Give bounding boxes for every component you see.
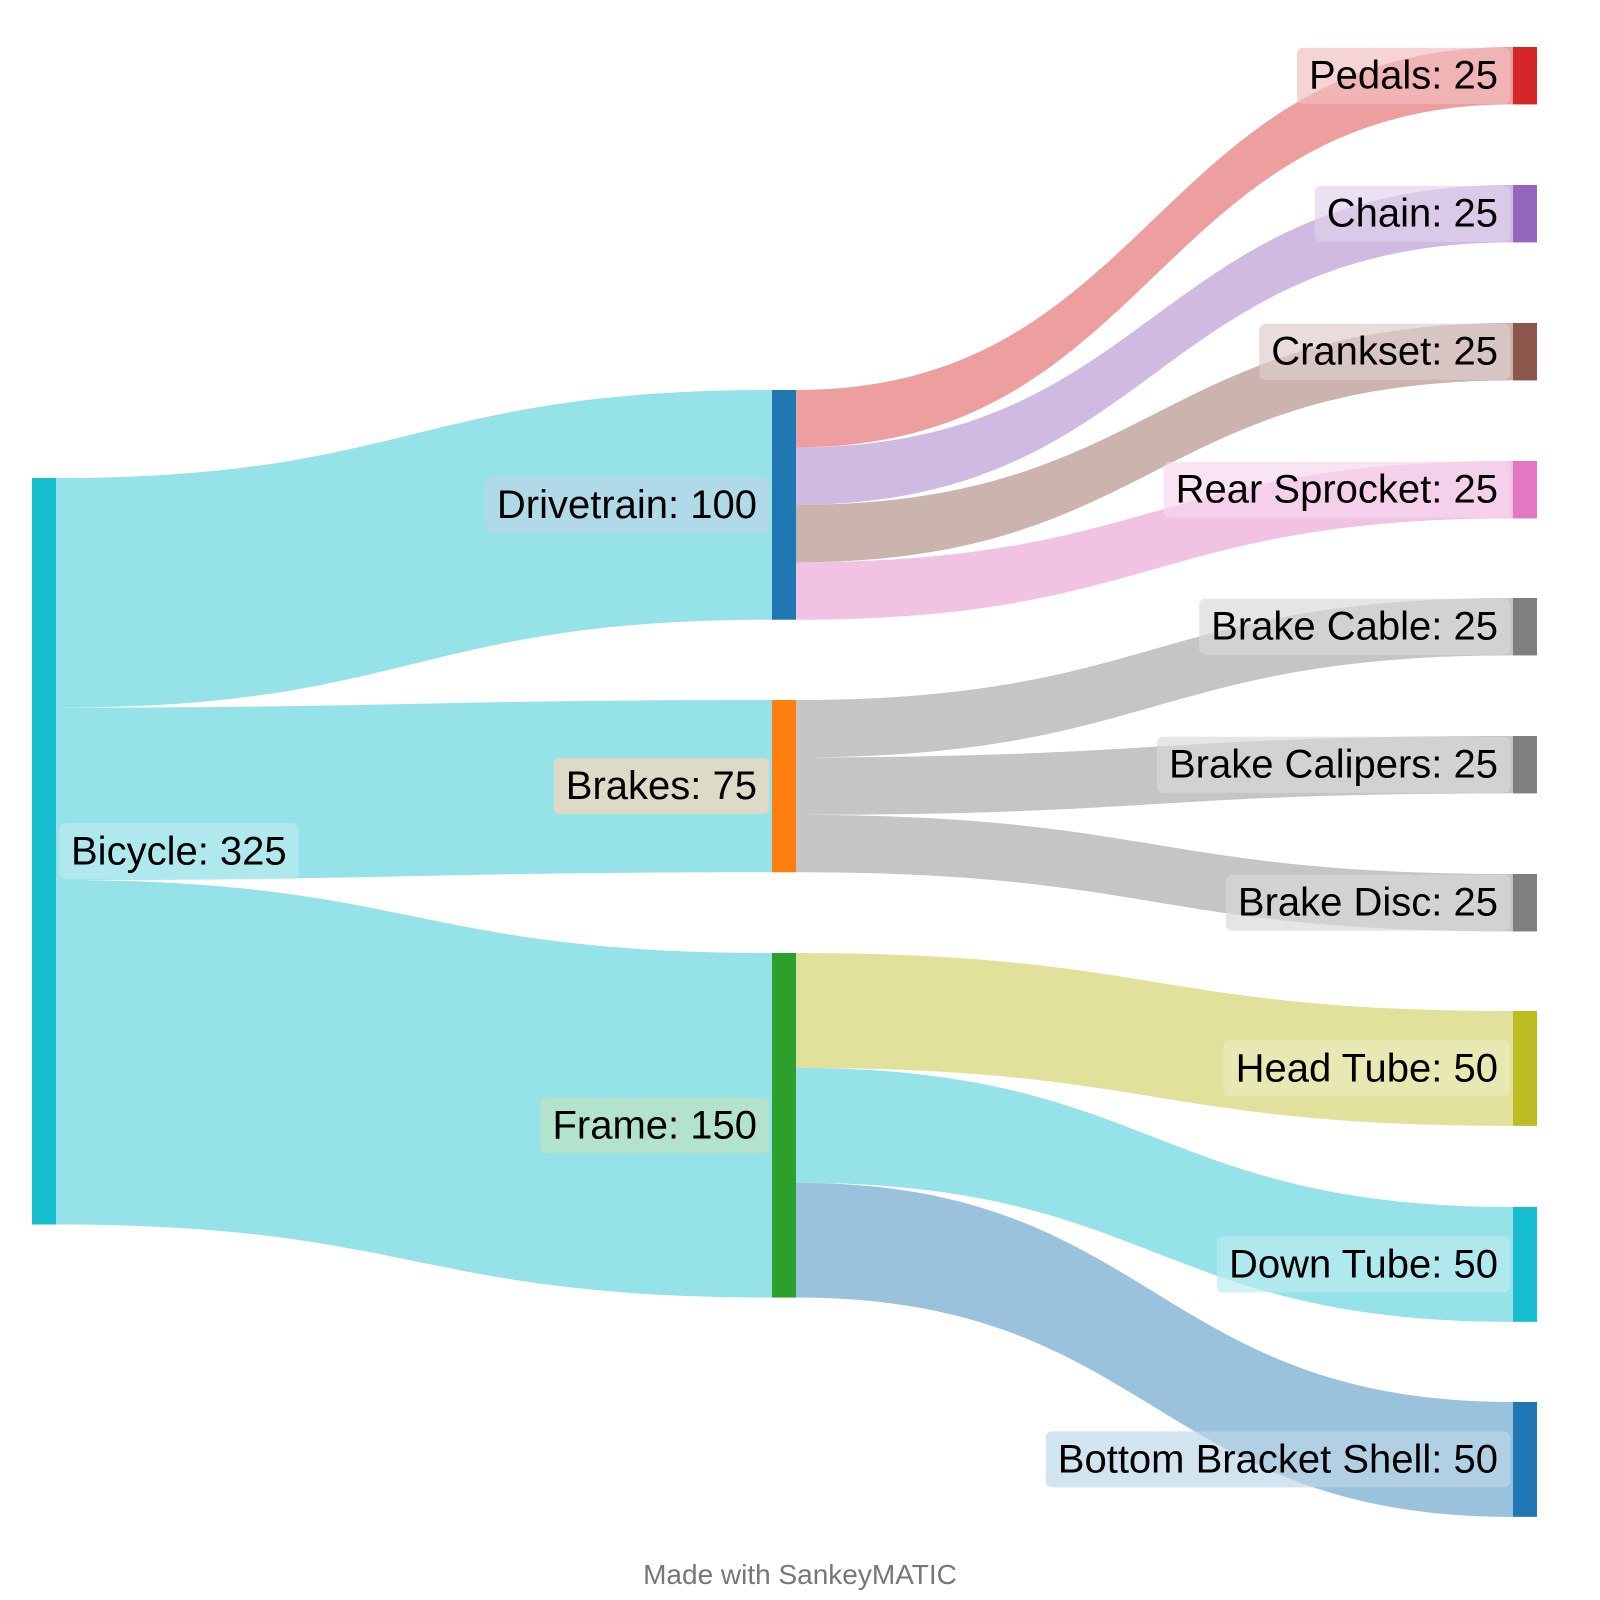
label-frame: Frame: 150: [540, 1097, 769, 1154]
node-bar-crankset: [1513, 323, 1537, 381]
label-text-bottom_bracket_shell: Bottom Bracket Shell: 50: [1058, 1437, 1498, 1481]
label-bottom_bracket_shell: Bottom Bracket Shell: 50: [1045, 1431, 1510, 1488]
label-bg-rear_sprocket: [1163, 461, 1510, 518]
node-bar-pedals: [1513, 47, 1537, 105]
label-head_tube: Head Tube: 50: [1223, 1040, 1510, 1097]
label-base-brake_disc: [1225, 874, 1510, 931]
label-rear_sprocket: Rear Sprocket: 25: [1163, 461, 1510, 518]
label-text-head_tube: Head Tube: 50: [1236, 1046, 1498, 1090]
label-brake_cable: Brake Cable: 25: [1199, 598, 1510, 655]
node-bar-bicycle: [32, 478, 56, 1225]
label-brake_disc: Brake Disc: 25: [1225, 874, 1510, 931]
label-bg-drivetrain: [484, 476, 769, 533]
node-bar-frame: [772, 953, 796, 1298]
node-bar-head_tube: [1513, 1011, 1537, 1126]
node-bar-down_tube: [1513, 1207, 1537, 1322]
flow-drivetrain-to-crankset: [796, 323, 1513, 563]
label-base-bottom_bracket_shell: [1045, 1431, 1510, 1488]
credit-text: Made with SankeyMATIC: [643, 1559, 957, 1590]
label-bg-brakes: [553, 758, 769, 815]
label-bg-chain: [1314, 185, 1510, 242]
label-bicycle: Bicycle: 325: [59, 823, 299, 880]
label-text-drivetrain: Drivetrain: 100: [497, 483, 757, 527]
label-bg-down_tube: [1216, 1236, 1510, 1293]
label-pedals: Pedals: 25: [1296, 47, 1510, 104]
label-bg-brake_cable: [1199, 598, 1510, 655]
label-bg-crankset: [1259, 323, 1510, 380]
label-text-bicycle: Bicycle: 325: [71, 829, 287, 873]
label-base-brake_calipers: [1156, 736, 1510, 793]
label-crankset: Crankset: 25: [1259, 323, 1510, 380]
node-bar-chain: [1513, 185, 1537, 243]
label-chain: Chain: 25: [1314, 185, 1510, 242]
label-text-chain: Chain: 25: [1327, 192, 1498, 236]
node-bar-rear_sprocket: [1513, 461, 1537, 519]
label-text-brake_cable: Brake Cable: 25: [1211, 605, 1498, 649]
label-bg-brake_disc: [1225, 874, 1510, 931]
label-text-frame: Frame: 150: [552, 1103, 757, 1147]
label-bg-pedals: [1296, 47, 1510, 104]
label-base-pedals: [1296, 47, 1510, 104]
label-bg-head_tube: [1223, 1040, 1510, 1097]
label-base-brakes: [553, 758, 769, 815]
label-brakes: Brakes: 75: [553, 758, 769, 815]
node-bar-brake_disc: [1513, 874, 1537, 932]
label-bg-bicycle: [59, 823, 299, 880]
label-down_tube: Down Tube: 50: [1216, 1236, 1510, 1293]
flow-drivetrain-to-pedals: [796, 47, 1513, 448]
node-bar-brakes: [772, 700, 796, 873]
label-base-head_tube: [1223, 1040, 1510, 1097]
label-bg-frame: [540, 1097, 769, 1154]
label-base-down_tube: [1216, 1236, 1510, 1293]
node-bars: [32, 47, 1537, 1517]
label-text-pedals: Pedals: 25: [1309, 54, 1498, 98]
node-bar-drivetrain: [772, 390, 796, 620]
flow-drivetrain-to-chain: [796, 185, 1513, 505]
label-text-rear_sprocket: Rear Sprocket: 25: [1176, 468, 1498, 512]
label-base-brake_cable: [1199, 598, 1510, 655]
label-drivetrain: Drivetrain: 100: [484, 476, 769, 533]
label-bg-brake_calipers: [1156, 736, 1510, 793]
flow-bicycle-to-drivetrain: [56, 390, 772, 708]
label-text-brake_disc: Brake Disc: 25: [1238, 881, 1498, 925]
label-base-rear_sprocket: [1163, 461, 1510, 518]
label-base-bicycle: [59, 823, 299, 880]
node-bar-brake_cable: [1513, 598, 1537, 656]
node-bar-brake_calipers: [1513, 736, 1537, 794]
label-text-crankset: Crankset: 25: [1271, 330, 1498, 374]
flow-bicycle-to-frame: [56, 879, 772, 1298]
label-bg-bottom_bracket_shell: [1045, 1431, 1510, 1488]
node-bar-bottom_bracket_shell: [1513, 1402, 1537, 1517]
label-base-chain: [1314, 185, 1510, 242]
label-base-crankset: [1259, 323, 1510, 380]
label-text-down_tube: Down Tube: 50: [1229, 1242, 1498, 1286]
label-text-brakes: Brakes: 75: [566, 764, 757, 808]
label-brake_calipers: Brake Calipers: 25: [1156, 736, 1510, 793]
label-text-brake_calipers: Brake Calipers: 25: [1169, 743, 1498, 787]
label-base-drivetrain: [484, 476, 769, 533]
label-base-frame: [540, 1097, 769, 1154]
